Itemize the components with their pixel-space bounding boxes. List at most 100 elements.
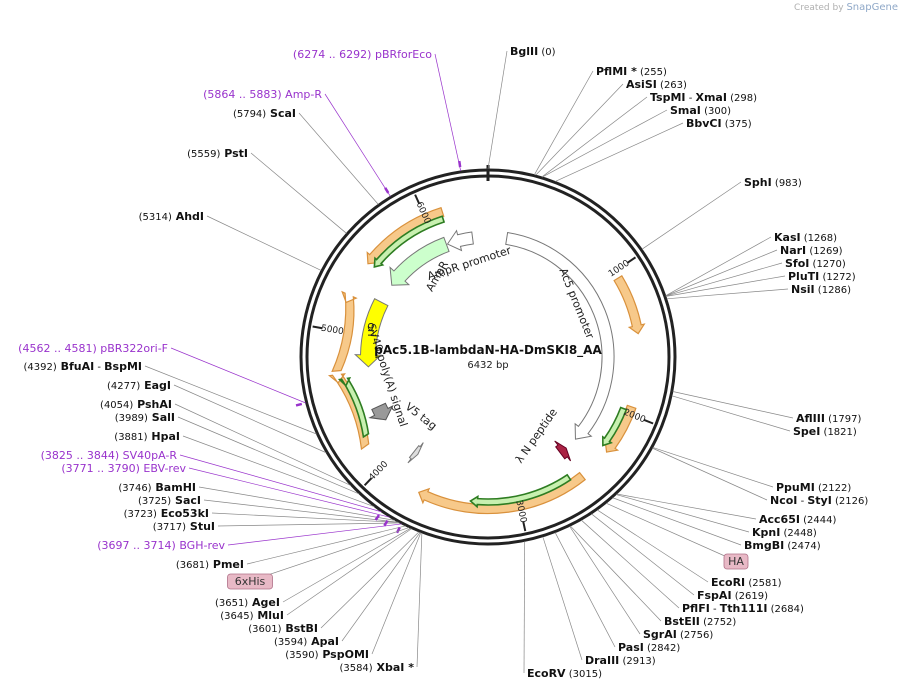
restriction-site-label: (4277) EagI [107,379,171,392]
leader-line [569,526,641,635]
tick-label: 4000 [367,459,390,483]
site-label-part: (3746) [118,483,151,494]
tick-mark [626,256,637,264]
site-label-part: (5794) [233,109,266,120]
feature-arc [554,440,572,462]
orf-arc [331,290,358,373]
site-label-part: SphI [744,176,772,189]
leader-line [177,416,360,495]
primer-mark [295,402,303,407]
site-label-part: AhdI [172,210,204,223]
leader-line [170,347,306,404]
site-label-part: XmaI [695,91,726,104]
restriction-site-label: EcoRV (3015) [527,667,602,680]
site-label-part: (3601) [248,624,281,635]
leader-line [665,236,772,297]
restriction-site-label: SgrAI (2756) [643,628,713,641]
primer-mark [458,160,462,168]
restriction-site-label: Acc65I (2444) [759,513,836,526]
site-label-part: DraIII [585,654,619,667]
site-label-part: KasI [774,231,801,244]
leader-line [341,532,421,642]
primer-mark [383,519,389,527]
restriction-site-label: EcoRI (2581) [711,576,782,589]
site-label-part: NsiI [791,283,815,296]
site-label-part: PluTI [788,270,819,283]
primer-mark [384,187,390,194]
site-label-part: (2444) [800,515,837,526]
site-label-part: Acc65I [759,513,800,526]
site-label-part: SpeI [793,425,820,438]
site-label-part: (4392) [23,362,56,373]
leader-line [616,494,750,533]
site-label-part: BspMI [104,360,142,373]
site-label-part: (3717) [153,522,186,533]
site-label-part: PstI [220,147,248,160]
site-label-part: (3881) [114,432,147,443]
restriction-site-label: (4392) BfuAI - BspMI [23,360,142,373]
site-label-part: - [94,362,104,373]
site-label-part: (2913) [619,656,656,667]
site-label-part: (1821) [820,427,857,438]
leader-line [203,499,399,523]
leader-line [211,512,399,523]
tick-mark [414,194,421,205]
leader-line [246,525,406,565]
restriction-site-label: DraIII (2913) [585,654,656,667]
leader-line [665,262,783,297]
site-label-part: (4054) [100,400,133,411]
tag-label: HA [728,555,744,568]
leader-line [652,447,774,488]
site-label-part: (2842) [644,643,681,654]
restriction-site-label: AflIII (1797) [796,412,861,425]
primer-label: (5864 .. 5883) Amp-R [203,88,322,101]
restriction-site-label: BmgBI (2474) [744,539,821,552]
feature-arc [505,231,615,440]
leader-line [227,523,402,546]
site-label-part: (3584) [339,663,372,674]
site-label-part: NarI [780,244,806,257]
site-label-part: BstEII [664,615,700,628]
site-label-part: Tth111I [720,602,768,615]
site-label-part: BglII [510,45,538,58]
leader-line [182,435,375,508]
leader-line [535,83,624,176]
site-label-part: - [797,496,807,507]
site-label-part: XbaI * [373,661,415,674]
primer-label: (3697 .. 3714) BGH-rev [97,539,225,552]
restriction-site-label: NarI (1269) [780,244,843,257]
plasmid-name: pAc5.1B-lambdaN-HA-DmSKI8_AA [374,343,602,358]
site-label-part: BmgBI [744,539,784,552]
site-label-part: StyI [807,494,831,507]
restriction-site-label: (3746) BamHI [118,481,196,494]
site-label-part: (3590) [285,650,318,661]
site-label-part: SmaI [670,104,701,117]
leader-line [286,528,412,616]
restriction-site-label: AsiSI (263) [626,78,687,91]
snapgene-logo-text: SnapGene [846,2,898,13]
leader-line [523,541,526,674]
site-label-part: AflIII [796,412,825,425]
leader-line [554,532,616,648]
restriction-site-label: (4054) PshAI [100,398,172,411]
tick-mark [363,477,373,486]
site-label-part: (2126) [832,496,869,507]
restriction-site-label: PasI (2842) [618,641,680,654]
leader-line [249,527,410,582]
primer-label: (4562 .. 4581) pBR322ori-F [18,342,168,355]
site-label-part: AgeI [248,596,280,609]
tick-mark [643,418,654,425]
site-label-part: (1269) [806,246,843,257]
leader-line [217,522,400,527]
feature-arc [446,229,474,252]
tick-label: 3000 [513,499,528,524]
site-label-part: (2684) [767,604,804,615]
restriction-site-label: PflFI - Tth111I (2684) [682,602,804,615]
site-label-part: EcoRV [527,667,566,680]
primer-label: (3825 .. 3844) SV40pA-R [41,449,178,462]
restriction-site-label: NsiI (1286) [791,283,851,296]
restriction-site-label: BglII (0) [510,45,556,58]
restriction-site-label: (5314) AhdI [139,210,204,223]
site-label-part: - [710,604,720,615]
site-label-part: PmeI [209,558,244,571]
